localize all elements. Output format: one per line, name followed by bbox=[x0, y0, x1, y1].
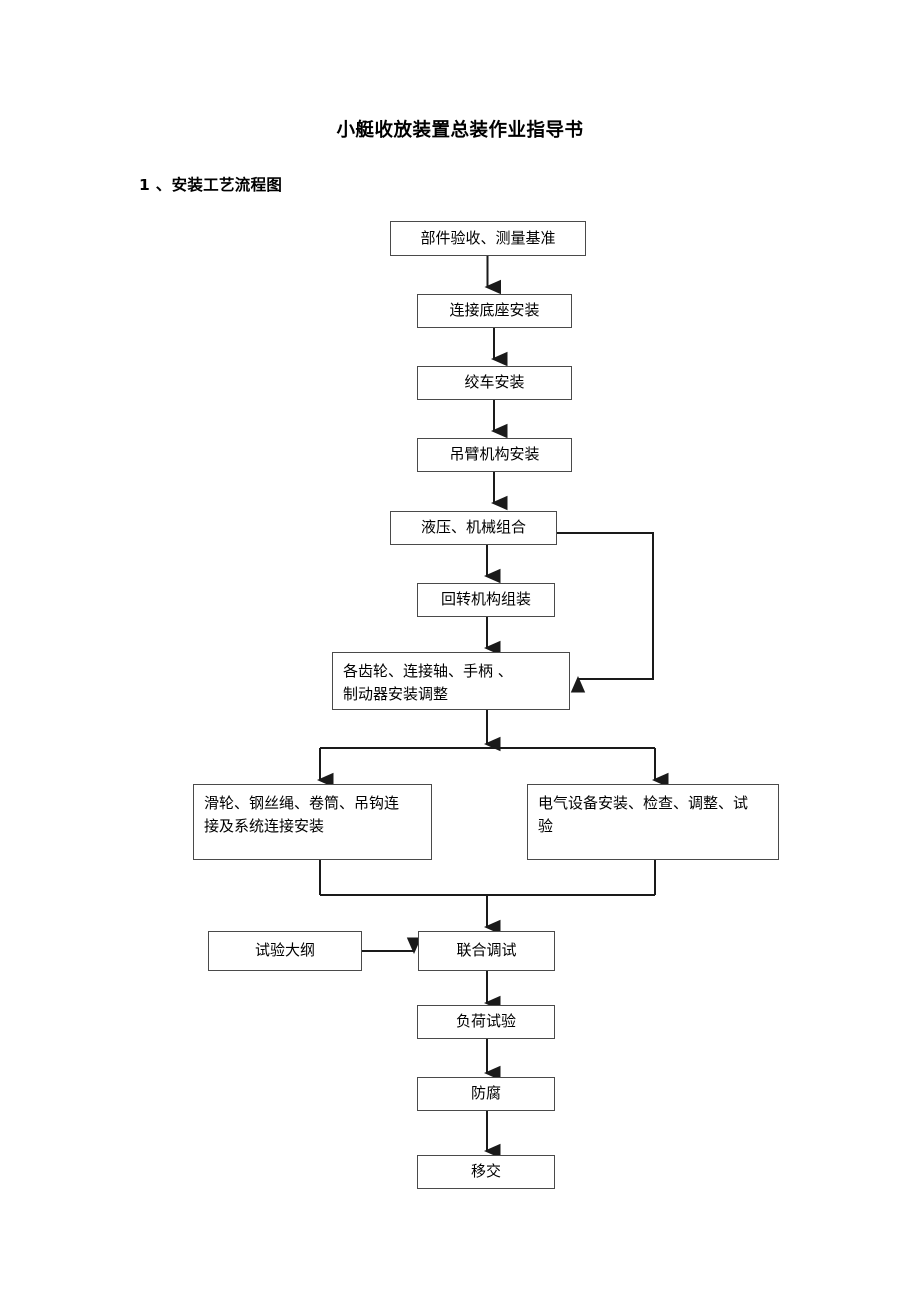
section-heading: 1 、安装工艺流程图 bbox=[139, 176, 283, 194]
node-acceptance[interactable]: 部件验收、测量基准 bbox=[390, 221, 586, 256]
node-label: 连接底座安装 bbox=[449, 301, 540, 320]
node-label: 防腐 bbox=[470, 1084, 501, 1103]
node-label: 电气设备安装、检查、调整、试 验 bbox=[538, 794, 749, 836]
node-electrical[interactable]: 电气设备安装、检查、调整、试 验 bbox=[527, 784, 779, 860]
page-title: 小艇收放装置总装作业指导书 bbox=[336, 120, 584, 141]
node-label: 绞车安装 bbox=[464, 373, 525, 392]
node-label: 回转机构组装 bbox=[440, 590, 531, 609]
edge-hydraulic-gears-feedback bbox=[557, 532, 654, 693]
node-label: 液压、机械组合 bbox=[420, 518, 526, 537]
node-base[interactable]: 连接底座安装 bbox=[417, 294, 572, 328]
node-label: 各齿轮、连接轴、手柄 、 制动器安装调整 bbox=[343, 662, 513, 704]
node-label: 试验大纲 bbox=[254, 941, 315, 960]
node-label: 联合调试 bbox=[456, 941, 517, 960]
node-winch[interactable]: 绞车安装 bbox=[417, 366, 572, 400]
node-label: 部件验收、测量基准 bbox=[420, 228, 556, 247]
node-rigging[interactable]: 滑轮、钢丝绳、卷筒、吊钩连 接及系统连接安装 bbox=[193, 784, 432, 860]
node-gears[interactable]: 各齿轮、连接轴、手柄 、 制动器安装调整 bbox=[332, 652, 570, 710]
node-label: 滑轮、钢丝绳、卷筒、吊钩连 接及系统连接安装 bbox=[204, 794, 400, 836]
node-label: 移交 bbox=[470, 1162, 501, 1181]
node-slewing[interactable]: 回转机构组装 bbox=[417, 583, 555, 617]
node-test-outline[interactable]: 试验大纲 bbox=[208, 931, 362, 971]
node-boom[interactable]: 吊臂机构安装 bbox=[417, 438, 572, 472]
node-hydraulic[interactable]: 液压、机械组合 bbox=[390, 511, 557, 545]
node-label: 负荷试验 bbox=[455, 1012, 516, 1031]
node-label: 吊臂机构安装 bbox=[449, 445, 540, 464]
node-handover[interactable]: 移交 bbox=[417, 1155, 555, 1189]
node-joint-debug[interactable]: 联合调试 bbox=[418, 931, 555, 971]
node-anticorrosion[interactable]: 防腐 bbox=[417, 1077, 555, 1111]
node-load-test[interactable]: 负荷试验 bbox=[417, 1005, 555, 1039]
